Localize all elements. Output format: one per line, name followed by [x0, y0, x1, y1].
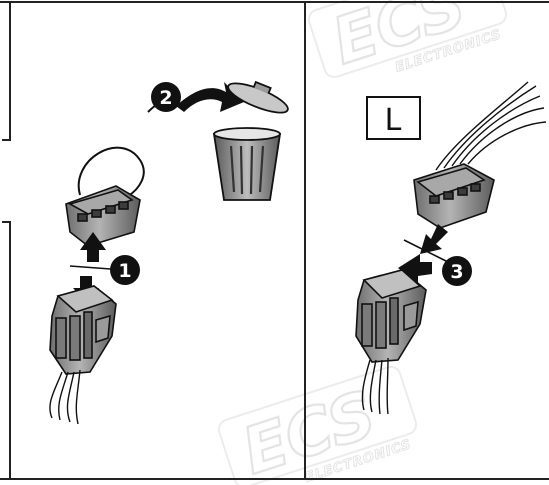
step-number-3: 3	[450, 261, 463, 283]
connector-cable	[77, 146, 145, 197]
watermark-bottom: ECS ELECTRONICS	[217, 365, 418, 485]
step-number-1: 1	[118, 260, 131, 282]
remove-arrow-icon	[80, 232, 106, 262]
separation-line-right	[403, 239, 449, 263]
wires-lower-right	[361, 357, 389, 415]
wires-right	[435, 81, 547, 171]
lower-connector-right	[355, 269, 427, 363]
lower-connector-left	[49, 285, 117, 375]
side-label: L	[385, 103, 402, 138]
insert-arrow-right-icon	[420, 224, 448, 254]
insert-arrow-up-icon	[398, 254, 432, 284]
trash-bin-icon	[212, 80, 289, 201]
watermark-top: ECS ELECTRONICS	[307, 0, 508, 81]
step-badge-1: 1	[110, 255, 140, 285]
step-badge-3: 3	[442, 256, 472, 286]
discard-arrow-icon	[176, 82, 244, 112]
step-number-2: 2	[159, 87, 172, 109]
upper-connector-right	[413, 163, 495, 229]
step-badge-2: 2	[151, 82, 181, 112]
wires-left	[49, 369, 81, 425]
upper-connector-left	[65, 185, 141, 247]
side-label-box: L	[366, 96, 421, 140]
